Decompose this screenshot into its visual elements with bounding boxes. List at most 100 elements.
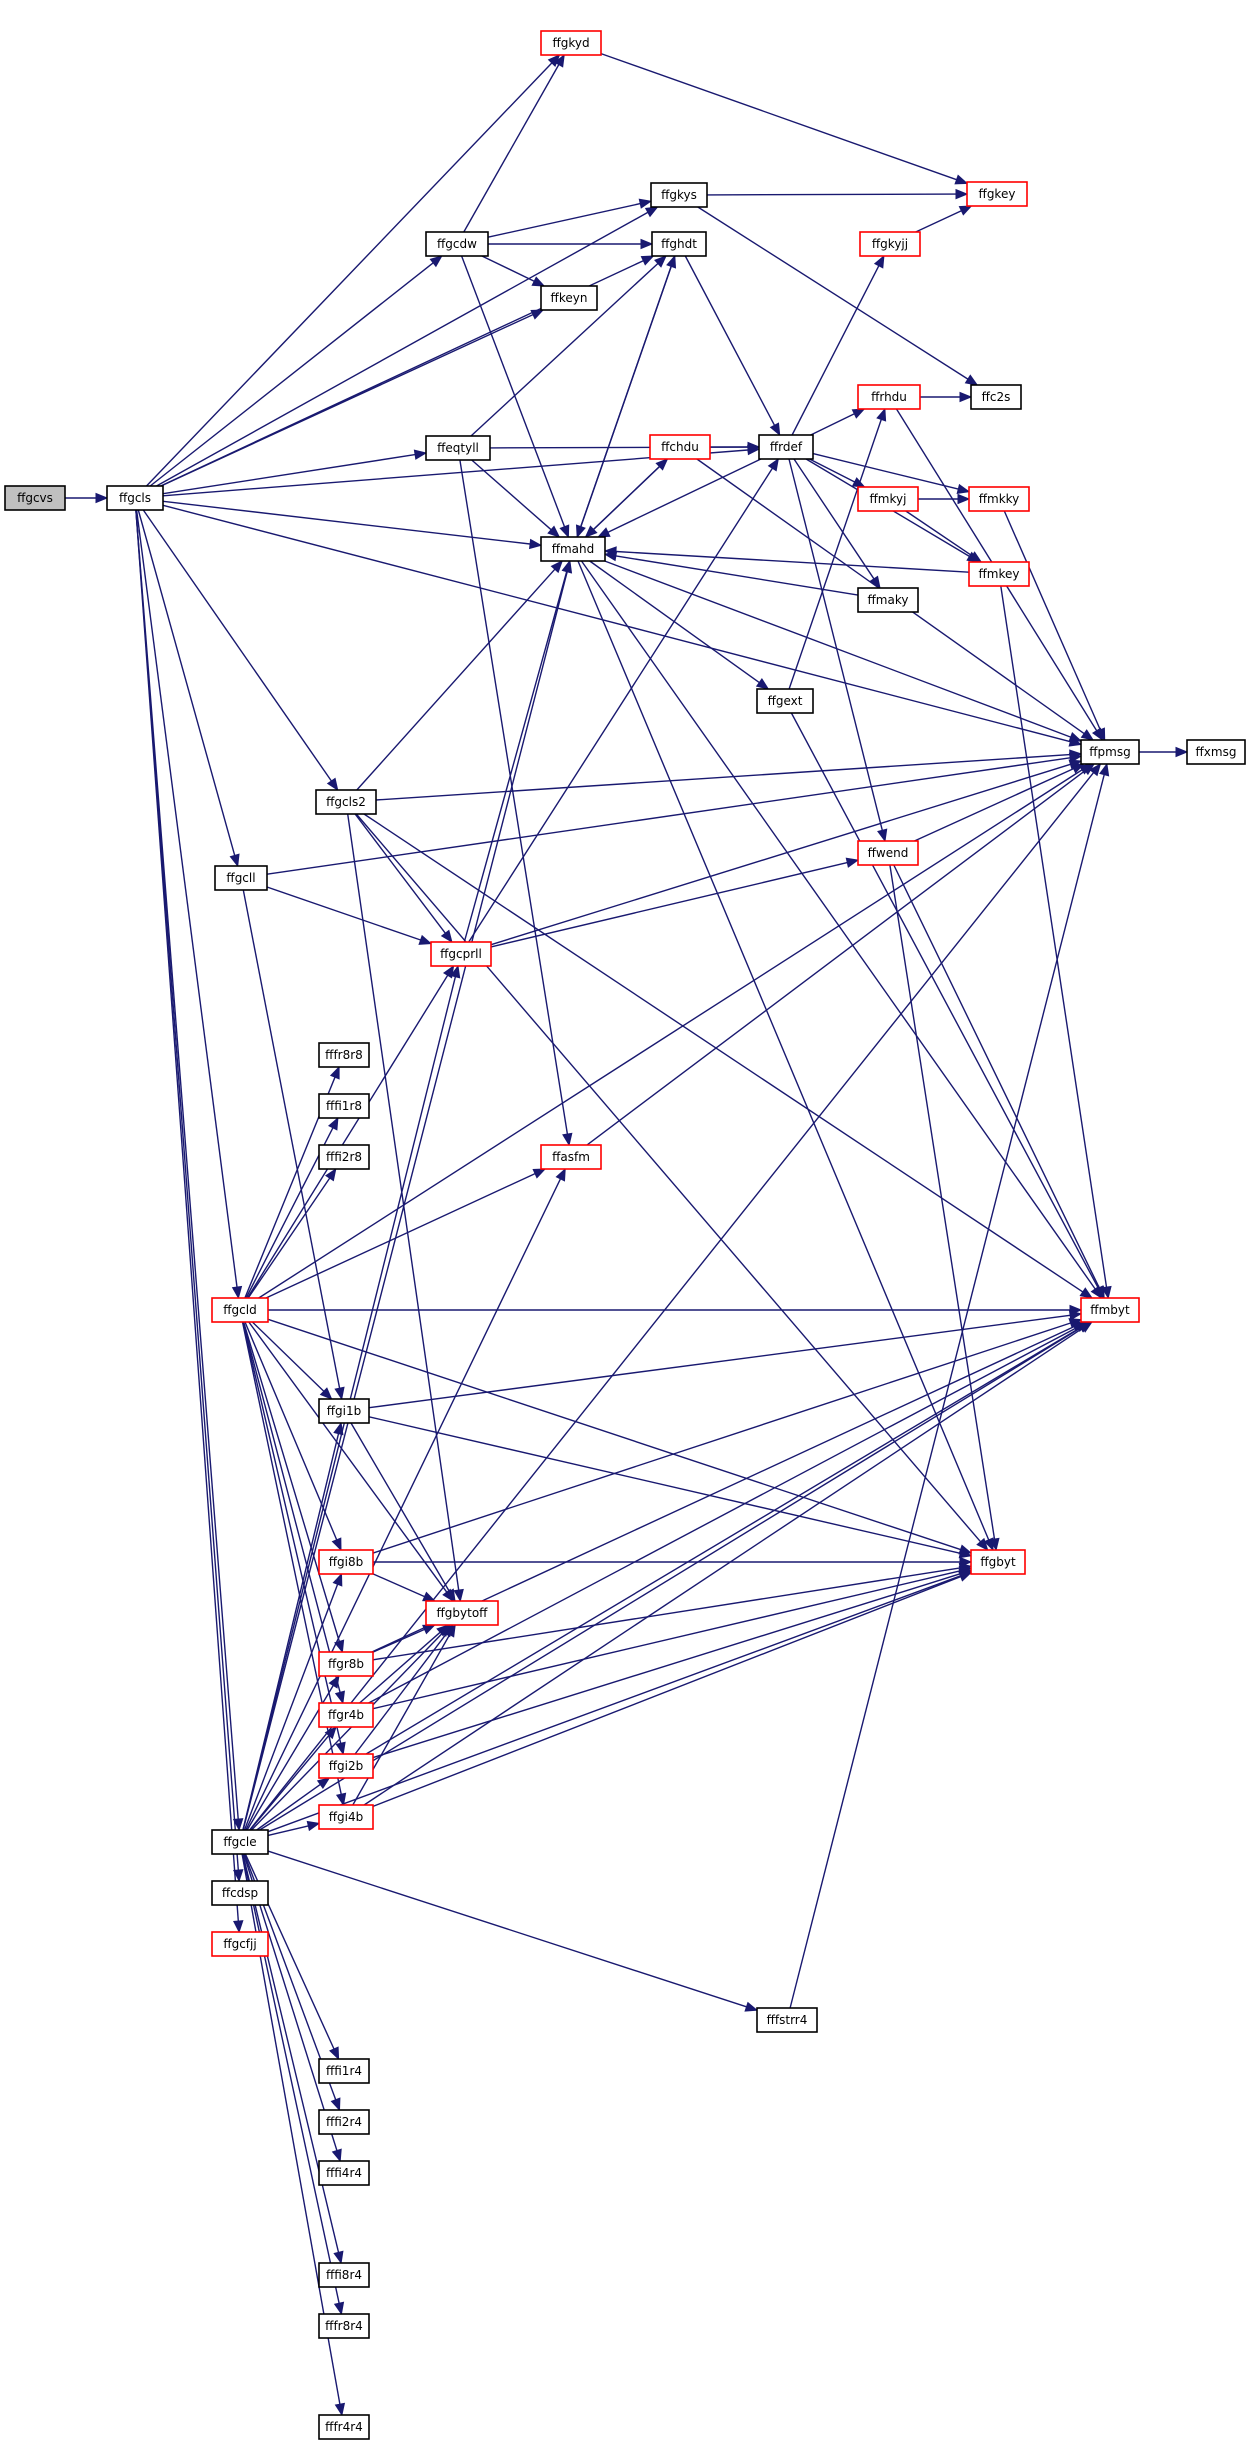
node-ffrdef[interactable]: ffrdef bbox=[758, 434, 814, 460]
edge-ffrdef-to-ffmaky bbox=[793, 458, 881, 590]
edge-arrowhead bbox=[1078, 763, 1093, 775]
edge-line bbox=[135, 509, 238, 1288]
node-fffi8r4[interactable]: fffi8r4 bbox=[318, 2262, 370, 2288]
node-ffmkey[interactable]: ffmkey bbox=[968, 561, 1030, 587]
edge-ffgcld-to-ffgi8b bbox=[244, 1321, 342, 1552]
node-ffgkyd[interactable]: ffgkyd bbox=[540, 30, 602, 56]
node-ffgcprll[interactable]: ffgcprll bbox=[430, 941, 492, 967]
node-ffmkky[interactable]: ffmkky bbox=[968, 486, 1030, 512]
edge-ffgcdw-to-ffgkyd bbox=[463, 53, 565, 233]
node-box bbox=[430, 941, 492, 967]
node-box bbox=[318, 1398, 370, 1424]
edge-line bbox=[156, 211, 649, 487]
node-ffgi2b[interactable]: ffgi2b bbox=[318, 1753, 374, 1779]
node-ffkeyn[interactable]: ffkeyn bbox=[540, 285, 598, 311]
node-ffghdt[interactable]: ffghdt bbox=[651, 231, 707, 257]
edge-ffmahd-to-ffpmsg bbox=[604, 560, 1083, 742]
edge-arrowhead bbox=[1080, 729, 1095, 741]
node-ffgi1b[interactable]: ffgi1b bbox=[318, 1398, 370, 1424]
node-box bbox=[649, 434, 711, 460]
node-fffr8r4[interactable]: fffr8r4 bbox=[318, 2313, 370, 2339]
edge-arrowhead bbox=[329, 1065, 340, 1080]
node-box bbox=[318, 1753, 374, 1779]
node-ffmkyj[interactable]: ffmkyj bbox=[857, 486, 919, 512]
node-ffxmsg[interactable]: ffxmsg bbox=[1186, 739, 1246, 765]
edge-arrowhead bbox=[333, 2250, 344, 2265]
edge-line bbox=[788, 419, 882, 690]
edge-arrowhead bbox=[1068, 759, 1083, 770]
node-ffgi4b[interactable]: ffgi4b bbox=[318, 1804, 374, 1830]
node-fffi2r4[interactable]: fffi2r4 bbox=[318, 2109, 370, 2135]
node-ffgi8b[interactable]: ffgi8b bbox=[318, 1549, 374, 1575]
node-ffgcvs[interactable]: ffgcvs bbox=[4, 485, 66, 511]
node-label: ffmkey bbox=[979, 567, 1020, 581]
node-fffi4r4[interactable]: fffi4r4 bbox=[318, 2160, 370, 2186]
edge-ffmkyj-to-ffmkky bbox=[918, 493, 971, 505]
edge-line bbox=[265, 1172, 536, 1299]
node-ffgcls[interactable]: ffgcls bbox=[106, 485, 164, 511]
node-ffrhdu[interactable]: ffrhdu bbox=[857, 384, 921, 410]
edge-ffasfm-to-ffpmsg bbox=[586, 763, 1096, 1146]
edge-line bbox=[242, 1321, 342, 1744]
edge-line bbox=[604, 560, 1071, 738]
node-fffi1r4[interactable]: fffi1r4 bbox=[318, 2058, 370, 2084]
node-ffchdu[interactable]: ffchdu bbox=[649, 434, 711, 460]
node-ffgcll[interactable]: ffgcll bbox=[214, 865, 268, 891]
edge-line bbox=[372, 1628, 425, 1653]
edge-line bbox=[137, 509, 236, 856]
edge-line bbox=[245, 1178, 562, 1831]
edge-line bbox=[487, 202, 641, 238]
node-ffgkey[interactable]: ffgkey bbox=[966, 181, 1028, 207]
edge-arrowhead bbox=[95, 492, 109, 504]
node-fffi2r8[interactable]: fffi2r8 bbox=[318, 1144, 370, 1170]
edge-ffrdef-to-ffrhdu bbox=[810, 408, 866, 436]
node-ffgcfjj[interactable]: ffgcfjj bbox=[211, 1931, 269, 1957]
node-ffmbyt[interactable]: ffmbyt bbox=[1080, 1297, 1140, 1323]
node-fffr4r4[interactable]: fffr4r4 bbox=[318, 2414, 370, 2440]
edge-arrowhead bbox=[1101, 1285, 1112, 1300]
node-ffgcdw[interactable]: ffgcdw bbox=[425, 231, 489, 257]
node-ffgbyt[interactable]: ffgbyt bbox=[970, 1549, 1026, 1575]
node-box bbox=[318, 1042, 370, 1068]
edge-line bbox=[372, 1573, 961, 1759]
node-label: ffgkyd bbox=[552, 36, 589, 50]
edge-line bbox=[243, 1584, 339, 1831]
node-ffpmsg[interactable]: ffpmsg bbox=[1080, 739, 1140, 765]
node-label: ffgi8b bbox=[329, 1555, 363, 1569]
node-ffgkys[interactable]: ffgkys bbox=[650, 182, 708, 208]
edge-ffgcle-to-ffgbyt bbox=[267, 1571, 973, 1833]
node-ffgcls2[interactable]: ffgcls2 bbox=[315, 789, 377, 815]
node-label: ffgcls bbox=[119, 491, 151, 505]
edge-ffgcle-to-fffr8r4 bbox=[241, 1853, 345, 2316]
node-ffmaky[interactable]: ffmaky bbox=[857, 587, 919, 613]
node-ffeqtyll[interactable]: ffeqtyll bbox=[425, 435, 491, 461]
node-label: fffstrr4 bbox=[767, 2013, 808, 2027]
node-ffgcle[interactable]: ffgcle bbox=[211, 1829, 269, 1855]
node-ffgr8b[interactable]: ffgr8b bbox=[318, 1651, 374, 1677]
node-ffasfm[interactable]: ffasfm bbox=[540, 1144, 602, 1170]
edge-ffgcld-to-ffgi1b bbox=[251, 1321, 333, 1400]
node-ffcdsp[interactable]: ffcdsp bbox=[211, 1880, 269, 1906]
node-ffgbytoff[interactable]: ffgbytoff bbox=[425, 1600, 499, 1626]
node-fffstrr4[interactable]: fffstrr4 bbox=[756, 2007, 818, 2033]
node-fffr8r8[interactable]: fffr8r8 bbox=[318, 1042, 370, 1068]
edge-arrowhead bbox=[1099, 762, 1110, 777]
edge-ffgcld-to-ffgr4b bbox=[242, 1321, 345, 1705]
node-box bbox=[211, 1880, 269, 1906]
node-ffmahd[interactable]: ffmahd bbox=[540, 536, 606, 562]
edge-line bbox=[914, 767, 1074, 842]
edge-ffgi1b-to-ffgbytoff bbox=[350, 1422, 456, 1603]
node-box bbox=[1080, 739, 1140, 765]
edge-ffgi8b-to-ffmbyt bbox=[372, 1318, 1083, 1554]
node-ffgext[interactable]: ffgext bbox=[756, 688, 814, 714]
node-ffwend[interactable]: ffwend bbox=[857, 840, 919, 866]
node-ffgkyjj[interactable]: ffgkyjj bbox=[859, 231, 921, 257]
node-ffc2s[interactable]: ffc2s bbox=[970, 384, 1022, 410]
node-fffi1r8[interactable]: fffi1r8 bbox=[318, 1093, 370, 1119]
edge-ffgi2b-to-ffmbyt bbox=[365, 1321, 1092, 1755]
node-ffgr4b[interactable]: ffgr4b bbox=[318, 1702, 374, 1728]
edge-ffwend-to-ffmbyt bbox=[893, 864, 1105, 1300]
edge-arrowhead bbox=[316, 1777, 331, 1789]
edge-ffgi2b-to-ffgbyt bbox=[372, 1568, 973, 1759]
node-ffgcld[interactable]: ffgcld bbox=[211, 1297, 269, 1323]
